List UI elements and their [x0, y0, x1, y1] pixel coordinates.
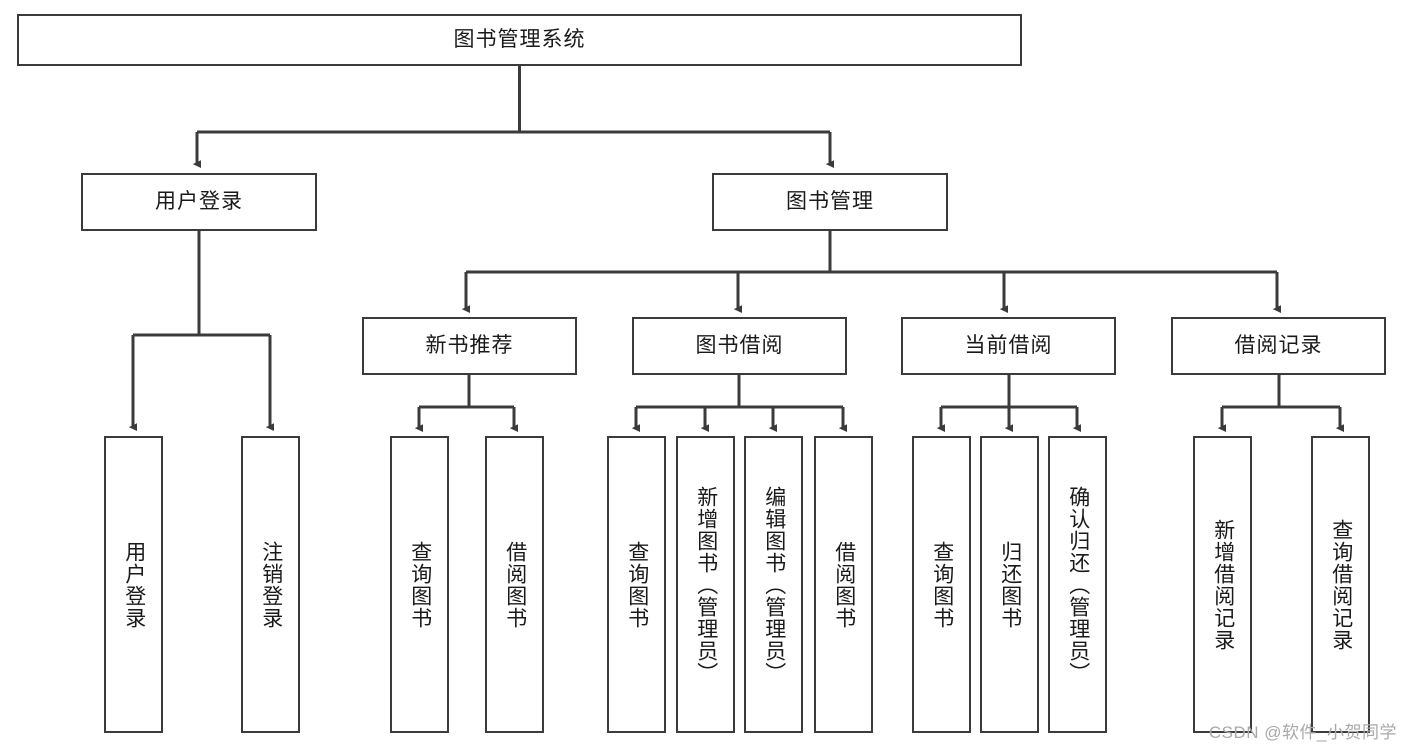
node-current-borrow[interactable]: 当前借阅 — [901, 317, 1116, 375]
node-new-book-recommend[interactable]: 新书推荐 — [362, 317, 577, 375]
leaf-nb-query-book[interactable]: 查询图书 — [390, 436, 449, 733]
leaf-bb-query-book-label: 查询图书 — [625, 540, 649, 629]
leaf-cb-return-book-label: 归还图书 — [998, 540, 1022, 629]
leaf-nb-query-book-label: 查询图书 — [408, 540, 432, 629]
node-book-borrow[interactable]: 图书借阅 — [632, 317, 847, 375]
leaf-br-add-record[interactable]: 新增借阅记录 — [1193, 436, 1252, 733]
node-root-label: 图书管理系统 — [453, 28, 586, 52]
leaf-cb-confirm-return-label: 确认归还（管理员） — [1066, 485, 1090, 684]
leaf-bb-query-book[interactable]: 查询图书 — [607, 436, 666, 733]
leaf-cb-confirm-return[interactable]: 确认归还（管理员） — [1048, 436, 1107, 733]
leaf-cb-query-book-label: 查询图书 — [930, 540, 954, 629]
node-book-borrow-label: 图书借阅 — [695, 334, 784, 358]
node-book-management-label: 图书管理 — [786, 190, 874, 214]
leaf-br-query-record[interactable]: 查询借阅记录 — [1311, 436, 1370, 733]
leaf-bb-borrow-book-label: 借阅图书 — [832, 540, 856, 629]
node-borrow-record-label: 借阅记录 — [1234, 334, 1323, 358]
leaf-cb-query-book[interactable]: 查询图书 — [912, 436, 971, 733]
watermark: CSDN @软件_小贺同学 — [1208, 723, 1397, 742]
leaf-nb-borrow-book-label: 借阅图书 — [503, 540, 527, 629]
leaf-nb-borrow-book[interactable]: 借阅图书 — [485, 436, 544, 733]
leaf-bb-add-book[interactable]: 新增图书（管理员） — [676, 436, 735, 733]
node-user-login[interactable]: 用户登录 — [81, 173, 317, 231]
leaf-bb-edit-book-label: 编辑图书（管理员） — [762, 485, 786, 684]
leaf-br-query-record-label: 查询借阅记录 — [1329, 518, 1353, 651]
node-user-login-label: 用户登录 — [155, 190, 243, 214]
node-borrow-record[interactable]: 借阅记录 — [1171, 317, 1386, 375]
leaf-user-login[interactable]: 用户登录 — [104, 436, 163, 733]
leaf-br-add-record-label: 新增借阅记录 — [1211, 518, 1235, 651]
leaf-bb-borrow-book[interactable]: 借阅图书 — [814, 436, 873, 733]
leaf-logout-label: 注销登录 — [259, 540, 283, 629]
node-current-borrow-label: 当前借阅 — [964, 334, 1053, 358]
leaf-cb-return-book[interactable]: 归还图书 — [980, 436, 1039, 733]
node-root[interactable]: 图书管理系统 — [17, 14, 1022, 66]
leaf-bb-add-book-label: 新增图书（管理员） — [694, 485, 718, 684]
node-book-management[interactable]: 图书管理 — [712, 173, 948, 231]
leaf-logout[interactable]: 注销登录 — [241, 436, 300, 733]
leaf-user-login-label: 用户登录 — [122, 540, 146, 629]
leaf-bb-edit-book[interactable]: 编辑图书（管理员） — [744, 436, 803, 733]
node-new-book-recommend-label: 新书推荐 — [425, 334, 514, 358]
